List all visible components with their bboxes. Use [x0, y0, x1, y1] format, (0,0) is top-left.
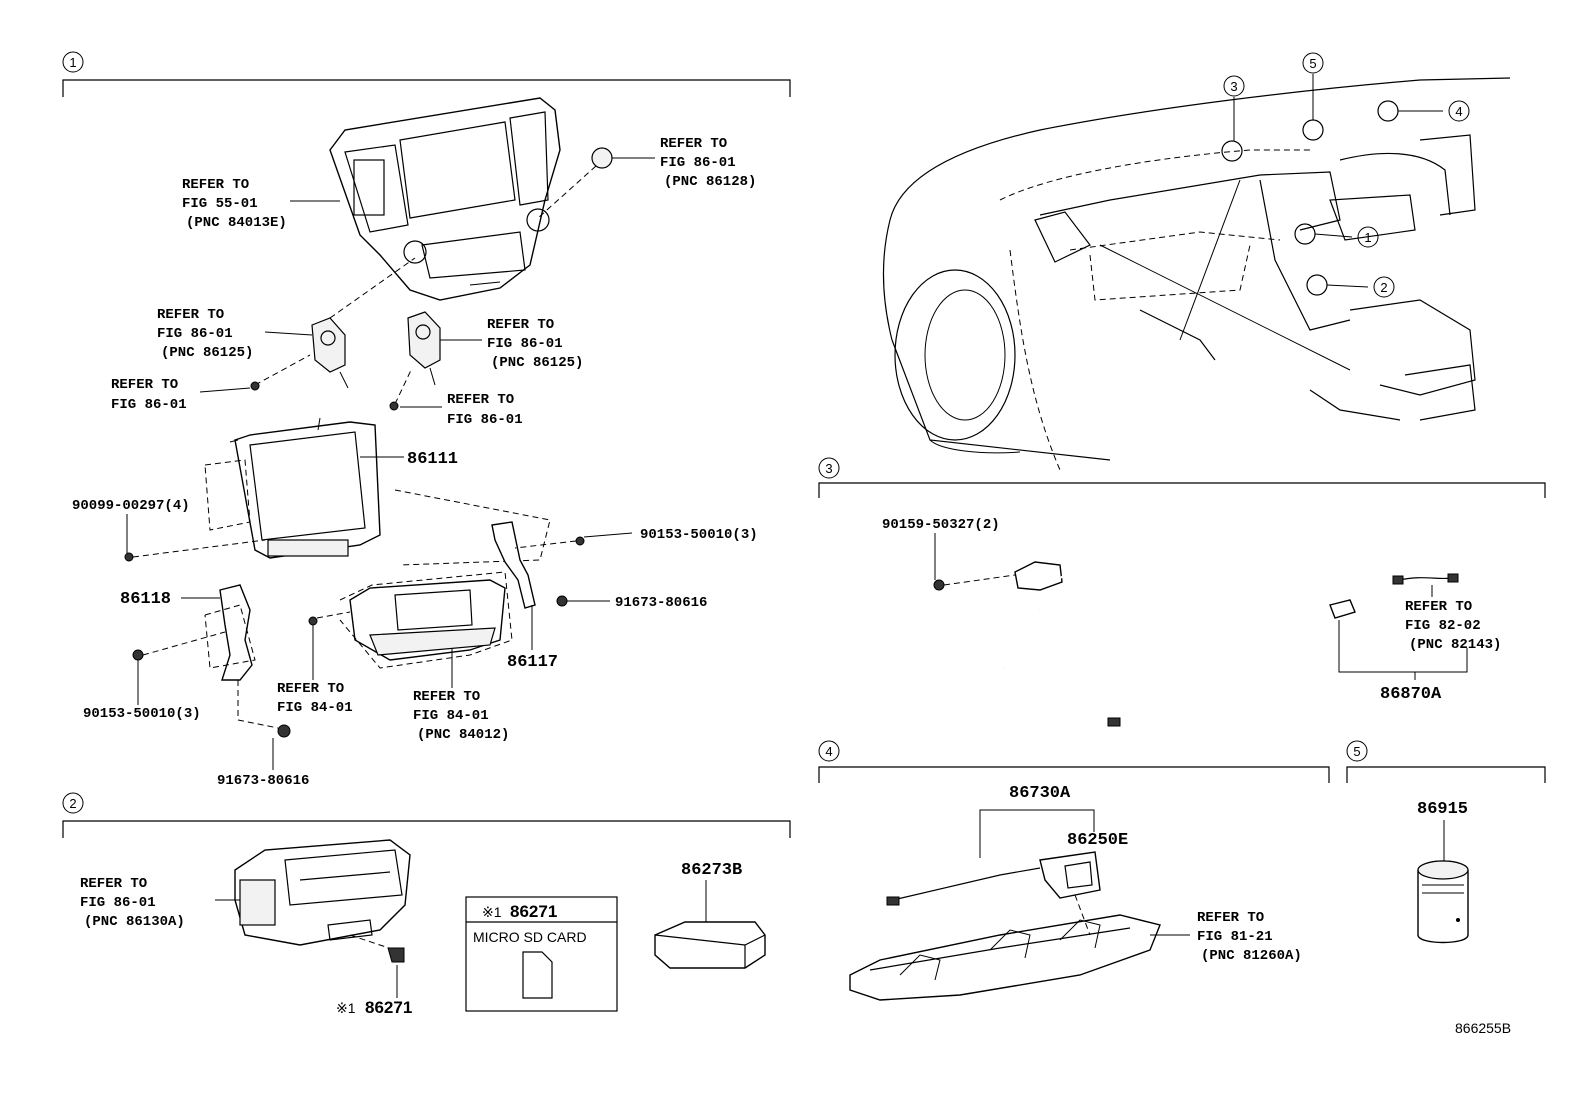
locator-5: 5 — [1309, 56, 1316, 71]
sd-card-icon — [522, 951, 553, 999]
ref-82143-line2: FIG 82-02 — [1405, 618, 1481, 634]
ref-82143-line1: REFER TO — [1405, 599, 1472, 615]
ref-84012-line3: (PNC 84012) — [417, 727, 509, 743]
ref-82143-line3: (PNC 82143) — [1409, 637, 1501, 653]
ref-84012-line1: REFER TO — [413, 689, 480, 705]
ref-fig55-line1: REFER TO — [182, 177, 249, 193]
center-trim-panel-drawing — [329, 97, 561, 301]
section-5: 5 86915 — [1346, 740, 1546, 944]
figure-id: 866255B — [1455, 1020, 1511, 1036]
ref-81260a-line1: REFER TO — [1197, 910, 1264, 926]
section-5-number: 5 — [1353, 744, 1360, 759]
display-86111-drawing — [229, 417, 381, 559]
ref-84012-line2: FIG 84-01 — [413, 708, 489, 724]
control-unit-drawing — [349, 579, 506, 661]
microphone-drawing — [1417, 860, 1469, 944]
ref-86125-a-line1: REFER TO — [157, 307, 224, 323]
section-2-number: 2 — [69, 796, 76, 811]
ref-fig84-line2: FIG 84-01 — [277, 700, 353, 716]
antenna-harness-drawing — [1004, 512, 1459, 727]
ref-86130a-line2: FIG 86-01 — [80, 895, 156, 911]
part-90099-00297: 90099-00297(4) — [72, 498, 190, 514]
ref-fig84-line1: REFER TO — [277, 681, 344, 697]
ref-86125-a-line2: FIG 86-01 — [157, 326, 233, 342]
note-mark-box: ※1 — [482, 904, 502, 920]
navigation-unit-drawing — [215, 839, 411, 963]
ref-86125-b-line2: FIG 86-01 — [487, 336, 563, 352]
part-90153-50010-left: 90153-50010(3) — [83, 706, 201, 722]
part-86250e: 86250E — [1067, 831, 1128, 850]
section-4-number: 4 — [825, 744, 832, 759]
sd-card-case-drawing — [654, 921, 766, 969]
ref-86125-a-line3: (PNC 86125) — [161, 345, 253, 361]
bracket-86117-drawing — [491, 521, 536, 609]
ref-86130a-line3: (PNC 86130A) — [84, 914, 185, 930]
ref-86130a-line1: REFER TO — [80, 876, 147, 892]
overhead-console-drawing — [849, 851, 1161, 1001]
part-86271-bottom: 86271 — [365, 998, 412, 1017]
ref-86125-b-line1: REFER TO — [487, 317, 554, 333]
section-1: 1 REFER TO FIG 55-01 (PNC 84013E) REFER … — [62, 51, 791, 789]
ref-86128-line1: REFER TO — [660, 136, 727, 152]
part-91673-80616-right: 91673-80616 — [615, 595, 707, 611]
ref-81260a-line2: FIG 81-21 — [1197, 929, 1273, 945]
knob-drawing — [591, 147, 613, 169]
ref-bolt-b-line1: REFER TO — [447, 392, 514, 408]
ref-86125-b-line3: (PNC 86125) — [491, 355, 583, 371]
section-1-number: 1 — [69, 55, 76, 70]
locator-4: 4 — [1455, 104, 1462, 119]
switch-assembly-right-drawing — [389, 311, 482, 411]
note-mark-bottom: ※1 — [336, 1000, 356, 1016]
micro-sd-card-caption: MICRO SD CARD — [473, 929, 587, 945]
ref-86128-line3: (PNC 86128) — [664, 174, 756, 190]
part-86730a: 86730A — [1009, 784, 1071, 803]
ref-81260a-line3: (PNC 81260A) — [1201, 948, 1302, 964]
section-2: 2 REFER TO FIG 86-01 (PNC 86130A) ※1 862… — [62, 792, 791, 1017]
vehicle-locator-view: 1 2 3 4 5 — [882, 52, 1511, 471]
part-86915: 86915 — [1417, 800, 1468, 819]
ref-bolt-b-line2: FIG 86-01 — [447, 412, 523, 428]
part-86273b: 86273B — [681, 861, 742, 880]
part-86111: 86111 — [407, 450, 458, 469]
ref-86128-line2: FIG 86-01 — [660, 155, 736, 171]
part-91673-80616-bottom: 91673-80616 — [217, 773, 309, 789]
ref-fig55-line2: FIG 55-01 — [182, 196, 258, 212]
ref-bolt-a-line1: REFER TO — [111, 377, 178, 393]
part-86117: 86117 — [507, 653, 558, 672]
switch-assembly-left-drawing — [250, 257, 416, 391]
part-86271-box: 86271 — [510, 902, 557, 921]
part-90153-50010-right: 90153-50010(3) — [640, 527, 758, 543]
ref-bolt-a-line2: FIG 86-01 — [111, 397, 187, 413]
locator-1: 1 — [1364, 230, 1371, 245]
locator-3: 3 — [1230, 79, 1237, 94]
locator-2: 2 — [1380, 280, 1387, 295]
section-3: 3 90159-50327(2) REFER TO FIG 82-02 (PNC… — [818, 457, 1546, 727]
section-3-number: 3 — [825, 461, 832, 476]
part-90159-50327: 90159-50327(2) — [882, 517, 1000, 533]
micro-sd-card-box: ※1 86271 MICRO SD CARD — [465, 896, 618, 1012]
part-86118: 86118 — [120, 590, 171, 609]
ref-fig55-line3: (PNC 84013E) — [186, 215, 287, 231]
part-86870a: 86870A — [1380, 685, 1442, 704]
section-4: 4 86730A 86250E REFER TO FIG 81-21 (PNC … — [818, 740, 1330, 1001]
